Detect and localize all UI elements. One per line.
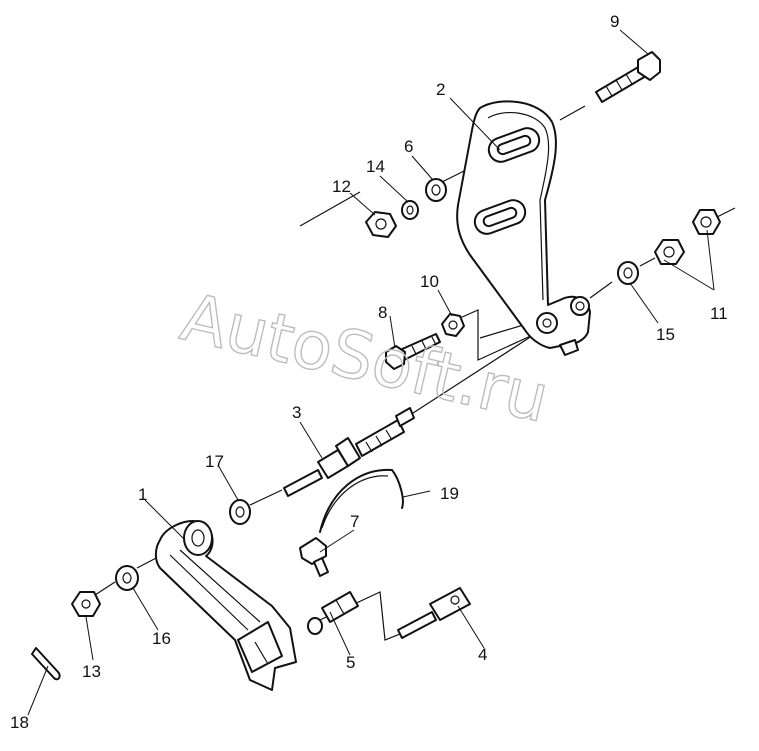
callout-8: 8 xyxy=(378,303,387,322)
callout-3: 3 xyxy=(292,403,301,422)
callout-13: 13 xyxy=(82,662,101,681)
callout-6: 6 xyxy=(404,137,413,156)
part-13-castle-nut xyxy=(71,591,101,617)
callout-12: 12 xyxy=(332,177,351,196)
part-15-washer xyxy=(617,261,639,285)
part-14-washer xyxy=(401,200,419,220)
watermark-text: AutoSoft.ru xyxy=(174,279,555,438)
callout-4: 4 xyxy=(478,645,487,664)
part-11-nuts xyxy=(654,209,721,265)
callout-10: 10 xyxy=(420,272,439,291)
callout-19: 19 xyxy=(440,484,459,503)
part-9-bolt xyxy=(595,51,661,103)
callout-18: 18 xyxy=(10,713,29,732)
part-19-spring-clip xyxy=(319,468,404,533)
callout-11: 11 xyxy=(710,304,728,323)
leader-lines xyxy=(27,29,715,716)
part-10-nut xyxy=(441,313,465,337)
part-8-bolt xyxy=(385,333,441,370)
callout-16: 16 xyxy=(152,629,171,648)
part-6-washer xyxy=(425,178,447,202)
part-4-pin xyxy=(397,587,471,639)
part-3-shaft xyxy=(283,407,415,497)
callout-15: 15 xyxy=(656,325,675,344)
part-2-bracket xyxy=(456,100,591,356)
callout-14: 14 xyxy=(366,157,385,176)
part-17-washer xyxy=(229,499,251,525)
callout-5: 5 xyxy=(346,653,355,672)
callout-labels: 1 2 3 4 5 6 7 8 9 10 11 12 13 14 15 16 1… xyxy=(10,12,728,732)
callout-9: 9 xyxy=(610,12,619,31)
part-1-lever xyxy=(154,520,297,691)
callout-17: 17 xyxy=(205,452,224,471)
callout-1: 1 xyxy=(138,485,147,504)
part-5-pin xyxy=(307,591,359,635)
part-12-nut xyxy=(365,211,397,238)
callout-7: 7 xyxy=(350,512,359,531)
part-18-cotter-pin xyxy=(31,647,61,681)
callout-2: 2 xyxy=(436,80,445,99)
part-7-bolt xyxy=(299,537,329,577)
part-16-washer xyxy=(115,565,139,591)
